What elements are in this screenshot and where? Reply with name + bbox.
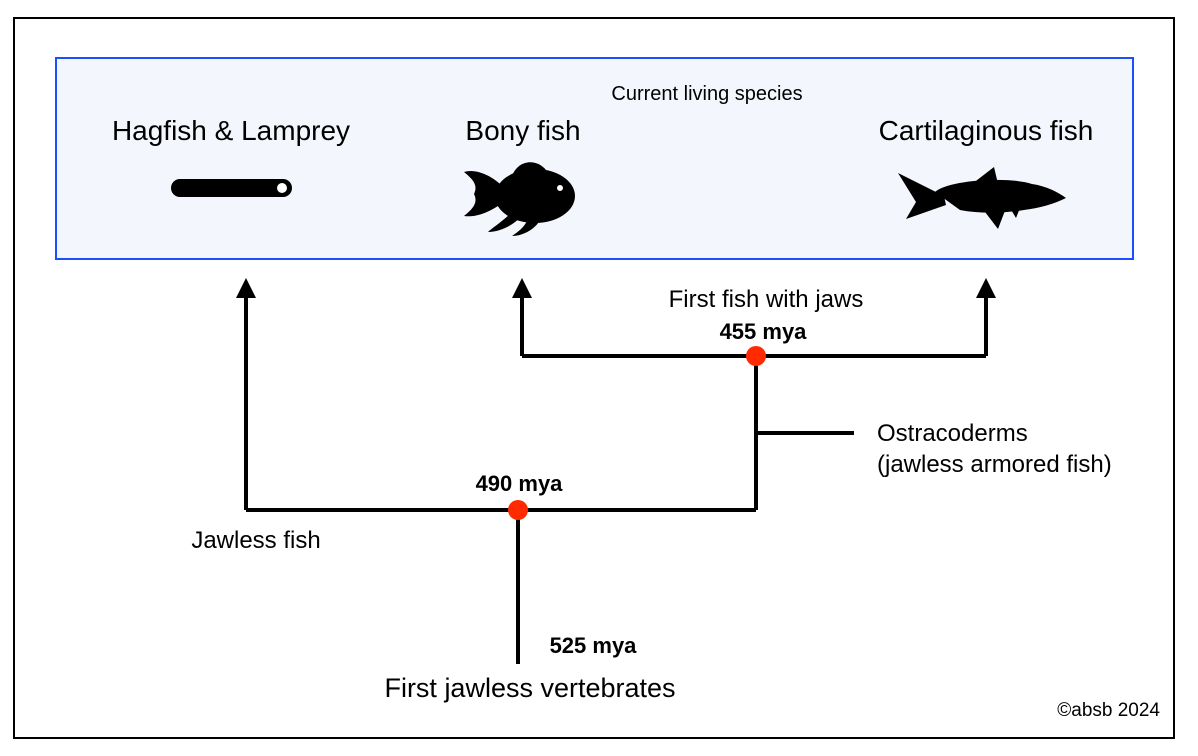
species-label-bony-fish: Bony fish bbox=[465, 115, 580, 146]
bony-fish-icon bbox=[464, 162, 575, 236]
split-node-date: 490 mya bbox=[476, 471, 564, 496]
species-label-cartilaginous-fish: Cartilaginous fish bbox=[879, 115, 1094, 146]
node-490-mya bbox=[508, 500, 528, 520]
arrow-jawless bbox=[236, 278, 256, 298]
root-node-label: First jawless vertebrates bbox=[384, 673, 675, 703]
ostracoderms-label: Ostracoderms bbox=[877, 420, 1028, 447]
arrow-cartilaginous bbox=[976, 278, 996, 298]
species-label-hagfish-lamprey: Hagfish & Lamprey bbox=[112, 115, 350, 146]
living-species-caption: Current living species bbox=[611, 83, 802, 105]
hagfish-icon bbox=[171, 179, 292, 197]
shark-icon bbox=[898, 167, 1066, 229]
root-node-date: 525 mya bbox=[550, 633, 638, 658]
jawed-node-label: First fish with jaws bbox=[669, 286, 864, 313]
arrowheads bbox=[236, 278, 996, 298]
jawed-node-date: 455 mya bbox=[720, 319, 808, 344]
copyright-notice: ©absb 2024 bbox=[1057, 700, 1160, 721]
ostracoderms-sublabel: (jawless armored fish) bbox=[877, 451, 1112, 478]
arrow-bony bbox=[512, 278, 532, 298]
jawless-fish-label: Jawless fish bbox=[191, 527, 320, 554]
living-species-box bbox=[55, 57, 1134, 260]
node-455-mya bbox=[746, 346, 766, 366]
